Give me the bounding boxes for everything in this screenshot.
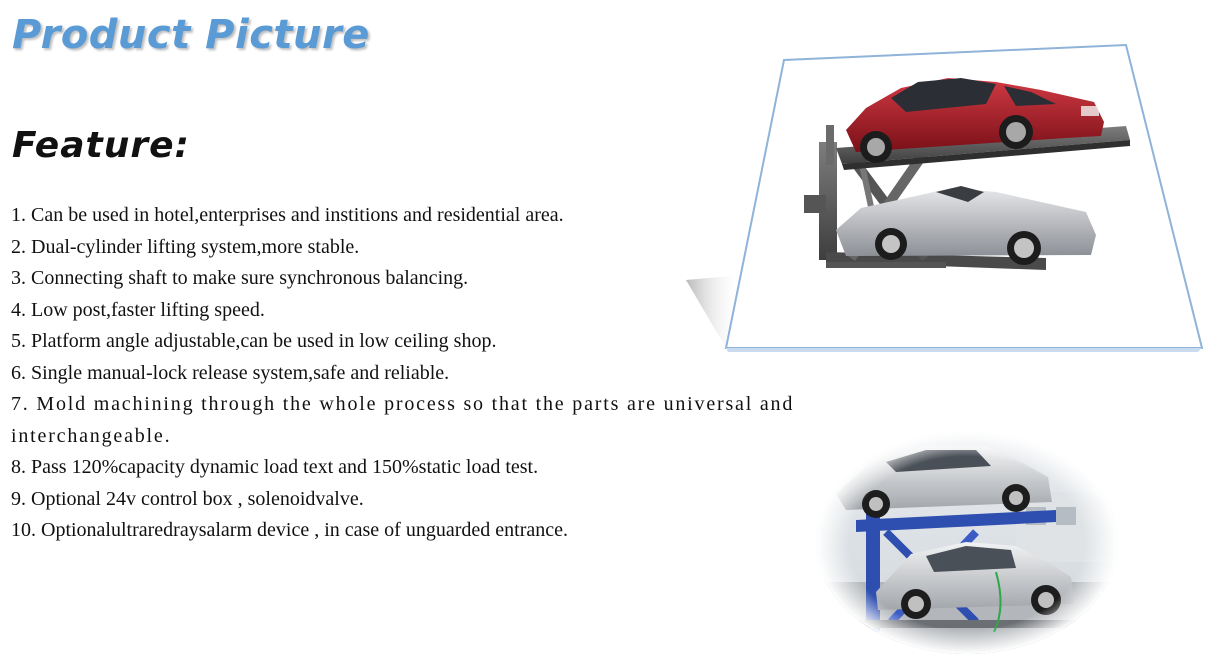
parking-lift-platform-image [686, 43, 1204, 352]
feature-list: 1. Can be used in hotel,enterprises and … [11, 200, 941, 547]
feature-item-4: 4. Low post,faster lifting speed. [11, 298, 265, 321]
feature-item-9: 9. Optional 24v control box , solenoidva… [11, 487, 364, 510]
feature-item-3: 3. Connecting shaft to make sure synchro… [11, 267, 469, 289]
feature-item-2: 2. Dual-cylinder lifting system,more sta… [11, 235, 360, 258]
feature-item-8: 8. Pass 120%capacity dynamic load text a… [11, 456, 539, 478]
parking-lift-photo [816, 432, 1118, 654]
feature-item-5: 5. Platform angle adjustable,can be used… [11, 330, 497, 352]
page-title: Product Picture [12, 12, 370, 58]
feature-item-7: 7. Mold machining through the whole proc… [11, 393, 795, 447]
feature-heading: Feature: [12, 125, 190, 166]
feature-item-1: 1. Can be used in hotel,enterprises and … [11, 204, 564, 226]
feature-item-6: 6. Single manual-lock release system,saf… [11, 361, 450, 384]
feature-item-10: 10. Optionalultraredraysalarm device , i… [11, 519, 568, 541]
